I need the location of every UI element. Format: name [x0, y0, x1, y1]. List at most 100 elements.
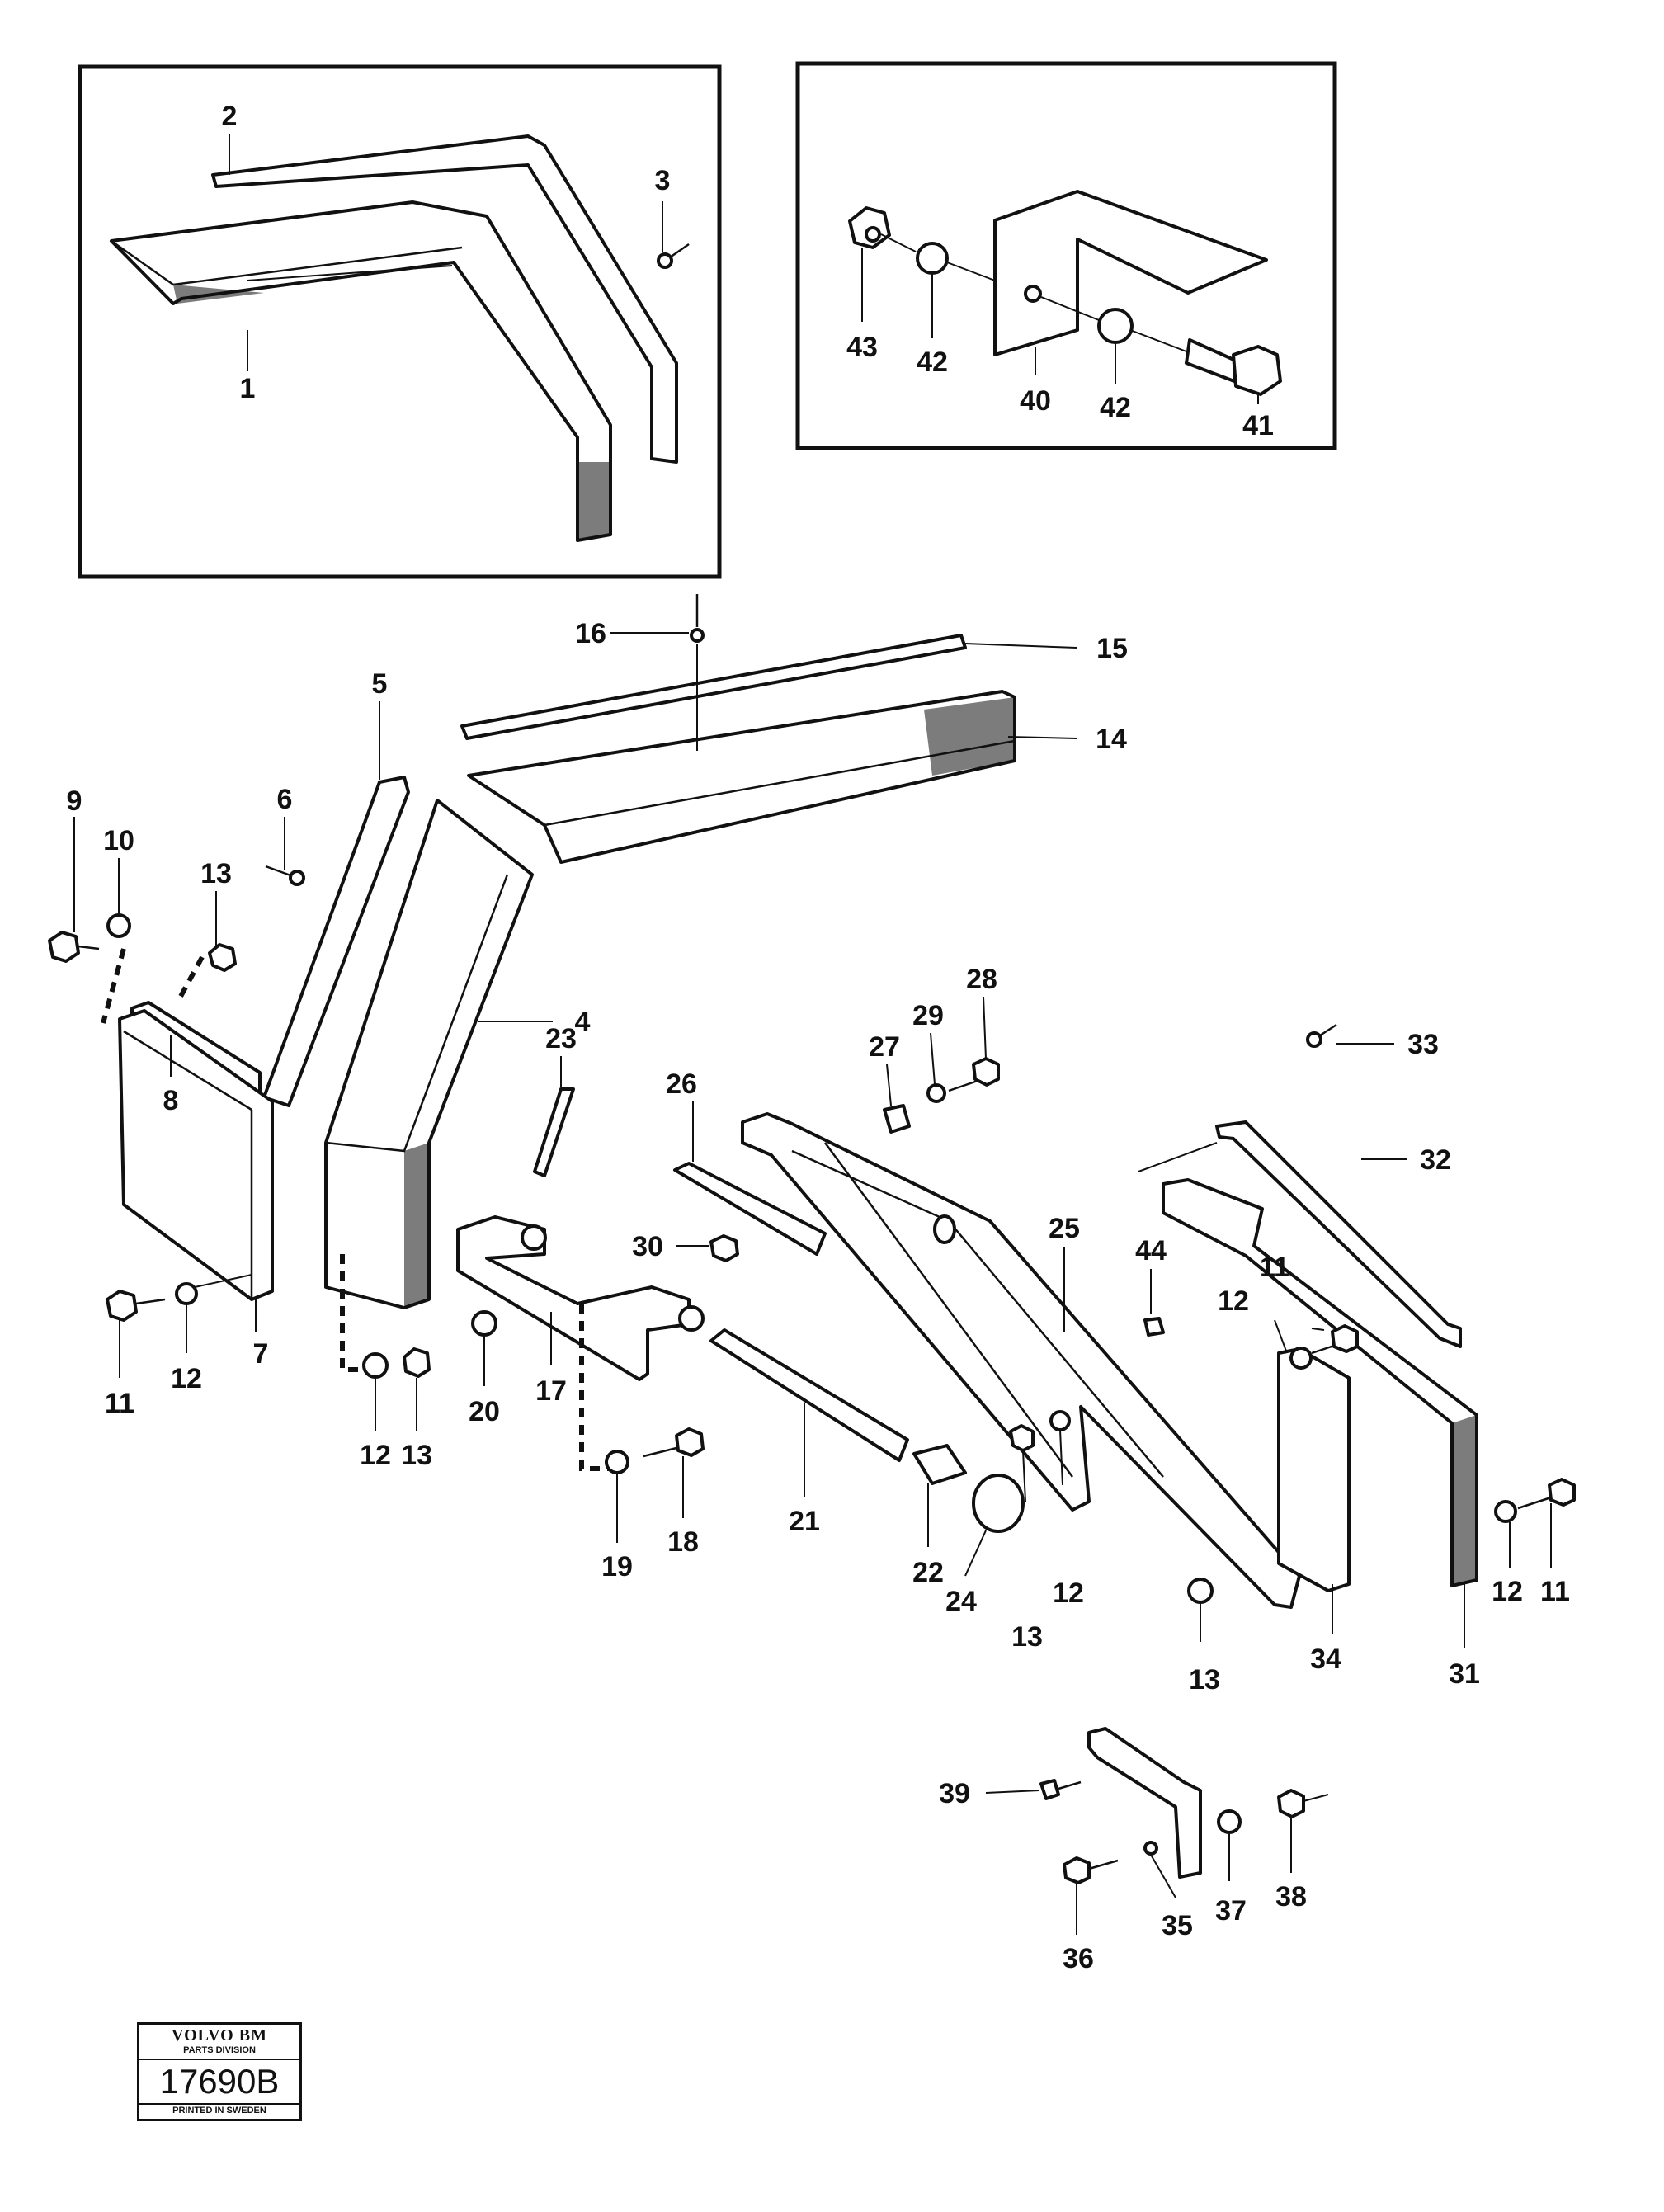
part-11-bolt-right-upper — [1311, 1324, 1359, 1355]
part-12-washer-mid — [362, 1352, 389, 1379]
callout-30: 30 — [632, 1231, 663, 1262]
callout-2: 2 — [222, 101, 238, 132]
part-40-angle-bracket — [993, 190, 1268, 356]
part-11-bolt-right — [1517, 1478, 1576, 1510]
part-16-rivet — [690, 594, 705, 751]
callout-9: 9 — [67, 785, 82, 817]
part-11-bolt-left — [106, 1290, 166, 1322]
callout-13-mid: 13 — [401, 1440, 432, 1471]
callout-11-right-upper: 11 — [1260, 1252, 1289, 1283]
part-12-washer-right-upper — [1289, 1347, 1313, 1370]
callout-12-mid: 12 — [360, 1440, 391, 1471]
part-31-bracket — [1162, 1178, 1478, 1587]
part-39-screw — [1039, 1779, 1082, 1800]
stamp-brand: VOLVO BM — [172, 2026, 267, 2045]
callout-10: 10 — [103, 825, 134, 856]
volvo-bm-parts-stamp: VOLVO BM PARTS DIVISION 17690B PRINTED I… — [137, 2022, 302, 2121]
part-4-fender-side — [324, 799, 534, 1309]
callout-41: 41 — [1242, 410, 1274, 441]
part-19-washer — [605, 1450, 629, 1474]
callout-27: 27 — [869, 1031, 900, 1063]
callout-8: 8 — [163, 1085, 179, 1116]
part-28-bolt — [948, 1057, 1000, 1092]
callout-42-b: 42 — [1100, 392, 1131, 423]
part-25-support-frame — [741, 1112, 1301, 1609]
callout-5: 5 — [372, 668, 388, 700]
callout-23: 23 — [545, 1023, 577, 1054]
part-12-washer-left — [175, 1282, 198, 1305]
part-38-nut — [1277, 1789, 1305, 1818]
callout-12-lower-center: 12 — [1053, 1578, 1084, 1609]
part-43-nut — [848, 206, 891, 249]
callout-26: 26 — [666, 1068, 697, 1100]
part-13-nut-top — [208, 943, 237, 972]
part-37-washer — [1217, 1809, 1242, 1834]
callout-28: 28 — [966, 964, 997, 995]
part-24-cap — [972, 1474, 1025, 1533]
part-2-strip — [211, 134, 678, 464]
callout-36: 36 — [1063, 1943, 1094, 1974]
part-36-bolt — [1063, 1856, 1119, 1884]
callout-19: 19 — [601, 1551, 633, 1582]
callout-22: 22 — [912, 1557, 944, 1588]
part-6-rivet — [265, 865, 305, 886]
callout-39: 39 — [939, 1778, 970, 1809]
callout-18: 18 — [667, 1526, 699, 1558]
part-10-washer — [106, 913, 131, 938]
part-3-rivet — [657, 243, 690, 269]
assembly-dash-right — [579, 1304, 610, 1471]
part-44-square-nut — [1143, 1317, 1165, 1337]
callout-13-lower-center: 13 — [1011, 1621, 1043, 1653]
part-27-bushing — [883, 1104, 911, 1134]
callout-11-right: 11 — [1540, 1576, 1570, 1607]
callout-37: 37 — [1215, 1895, 1247, 1927]
part-22-bushing — [912, 1444, 967, 1485]
part-35-bracket — [1087, 1727, 1202, 1879]
callout-7: 7 — [253, 1338, 269, 1370]
callout-12-right-upper: 12 — [1218, 1285, 1249, 1317]
stamp-printed: PRINTED IN SWEDEN — [172, 2106, 266, 2115]
part-7-mud-flap — [118, 1009, 274, 1301]
part-13-nut-lower-center — [1009, 1424, 1035, 1452]
callout-13-top: 13 — [200, 858, 232, 889]
callout-12-left: 12 — [171, 1363, 202, 1394]
part-30-nut — [709, 1234, 739, 1262]
part-15-strip — [460, 634, 967, 740]
part-5-strip — [262, 776, 410, 1107]
callout-4: 4 — [575, 1007, 591, 1038]
part-26-tube — [673, 1162, 827, 1256]
callout-34: 34 — [1310, 1644, 1341, 1675]
inset-frame-left — [78, 64, 722, 579]
callout-25: 25 — [1049, 1213, 1080, 1244]
part-13-nut-lower-right — [1187, 1578, 1214, 1604]
callout-40: 40 — [1020, 385, 1051, 417]
inset-frame-right — [795, 61, 1337, 450]
callout-6: 6 — [277, 784, 293, 815]
callout-44: 44 — [1135, 1235, 1167, 1266]
callout-24: 24 — [945, 1586, 977, 1617]
callout-11-left: 11 — [105, 1388, 134, 1419]
part-12-washer-right — [1494, 1500, 1517, 1523]
assembly-dash-center — [340, 1254, 375, 1372]
part-42-washer-a — [916, 242, 949, 275]
callout-3: 3 — [655, 165, 671, 196]
callout-20: 20 — [469, 1396, 500, 1427]
callout-43: 43 — [846, 332, 878, 363]
callout-32: 32 — [1420, 1144, 1451, 1176]
callout-21: 21 — [789, 1506, 820, 1537]
part-34-plate — [1277, 1347, 1351, 1592]
part-9-bolt — [48, 931, 100, 963]
part-41-bolt — [1185, 338, 1282, 396]
callout-31: 31 — [1449, 1658, 1480, 1690]
part-20-nut — [471, 1310, 497, 1337]
part-18-bolt — [643, 1427, 705, 1458]
part-21-shaft — [709, 1328, 909, 1462]
callout-29: 29 — [912, 1000, 944, 1031]
callout-1: 1 — [240, 373, 256, 404]
stamp-drawing-number: 17690B — [139, 2059, 299, 2105]
part-42-washer-b — [1097, 308, 1134, 344]
stamp-division: PARTS DIVISION — [183, 2045, 256, 2055]
part-23-pin — [533, 1087, 575, 1177]
callout-15: 15 — [1096, 633, 1128, 664]
